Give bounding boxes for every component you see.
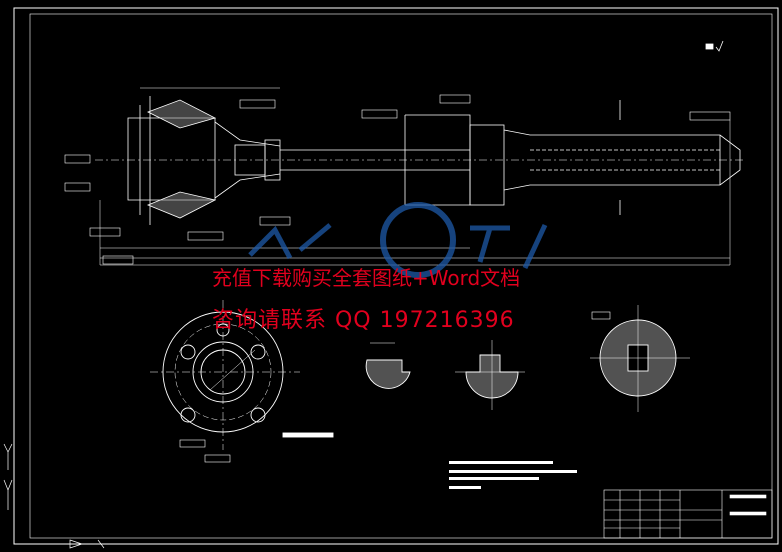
sheet-inner-border <box>29 13 773 539</box>
technical-notes <box>449 461 577 489</box>
title-block <box>603 489 773 539</box>
shaft-main-view <box>64 87 745 266</box>
sheet-border <box>13 7 779 545</box>
watermark-line-1: 充值下载购买全套图纸+Word文档 <box>212 266 521 290</box>
section-view-1 <box>365 342 411 389</box>
logo-watermark <box>248 202 548 278</box>
flange-end-view <box>150 300 334 463</box>
section-view-3 <box>590 305 690 412</box>
roughness-symbol <box>705 40 724 52</box>
edge-marks <box>3 443 105 549</box>
watermark-line-2: 咨询请联系 QQ 197216396 <box>212 308 515 333</box>
section-view-2 <box>455 340 525 410</box>
